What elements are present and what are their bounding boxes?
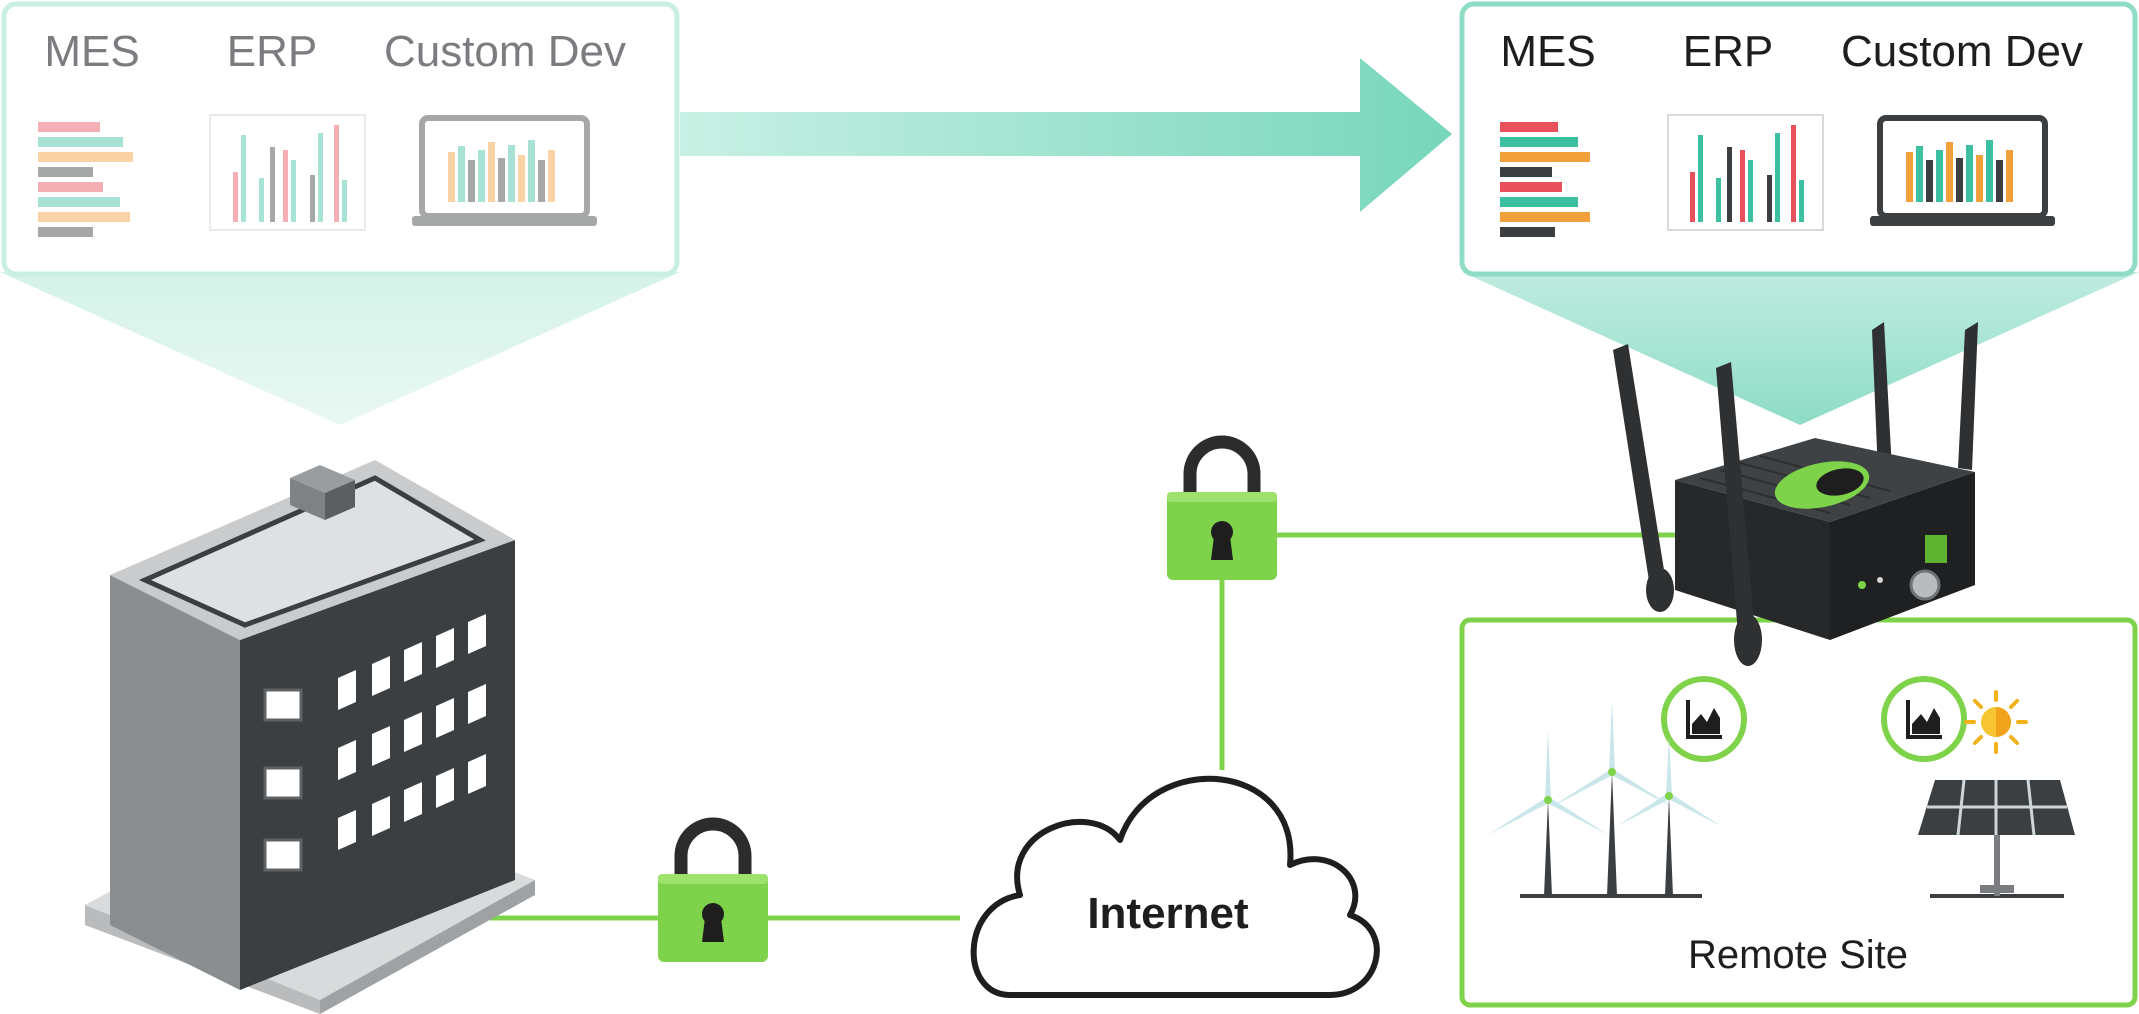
right-laptop-icon (1870, 115, 2055, 226)
right-erp-label: ERP (1683, 27, 1773, 76)
left-mes-chart-icon (38, 122, 133, 237)
solar-panel-icon (1918, 779, 2075, 898)
cellular-router-icon (1613, 322, 1978, 666)
left-projection-cone (0, 272, 680, 425)
right-mes-chart-icon (1500, 122, 1590, 237)
wind-turbine-icon (1487, 700, 1721, 898)
sun-icon (1964, 690, 2028, 754)
left-mes-label: MES (44, 27, 139, 76)
right-erp-chart-icon (1667, 114, 1824, 231)
office-building-icon (85, 460, 535, 1014)
internet-cloud: Internet (970, 775, 1380, 998)
right-projection-cone (1462, 272, 2139, 425)
right-mes-label: MES (1500, 27, 1595, 76)
right-arrow-icon (680, 58, 1452, 212)
right-apps-panel: MES ERP Custom Dev (1459, 1, 2138, 277)
padlock-icon (1167, 442, 1277, 580)
left-custom-dev-label: Custom Dev (384, 27, 626, 76)
remote-site-label: Remote Site (1688, 933, 1908, 977)
left-laptop-icon (412, 115, 597, 226)
internet-label: Internet (1087, 889, 1249, 938)
right-custom-dev-label: Custom Dev (1841, 27, 2083, 76)
left-erp-chart-icon (209, 114, 366, 231)
area-chart-icon (1661, 676, 1747, 762)
left-erp-label: ERP (227, 27, 317, 76)
left-apps-panel: MES ERP Custom Dev (1, 1, 680, 277)
area-chart-icon (1881, 676, 1967, 762)
remote-site-box: Remote Site (1459, 617, 2138, 1008)
padlock-icon (658, 824, 768, 962)
